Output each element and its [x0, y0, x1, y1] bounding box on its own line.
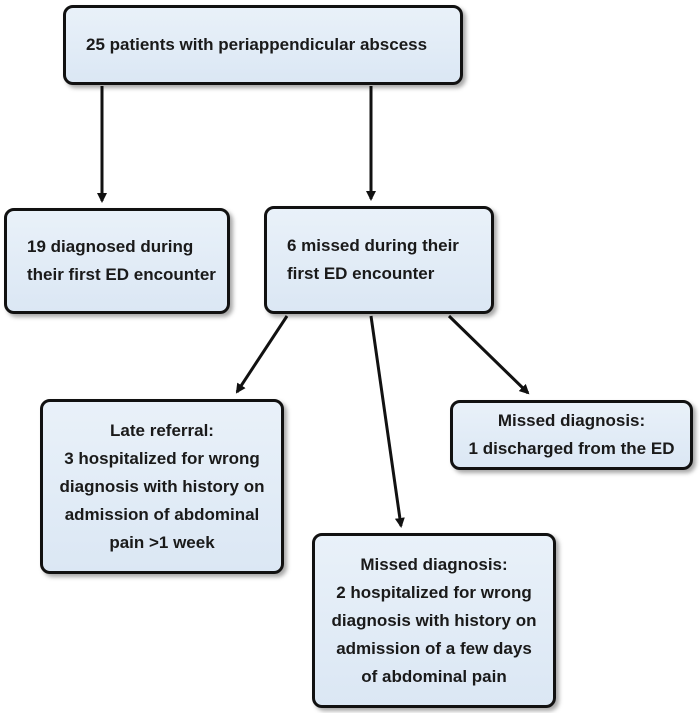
late-referral-box: Late referral: 3 hospitalized for wrong … — [40, 399, 284, 574]
missed-box: 6 missed during their first ED encounter — [264, 206, 494, 314]
missed-hospitalized-label: Missed diagnosis: 2 hospitalized for wro… — [331, 554, 537, 686]
missed-label: 6 missed during their first ED encounter — [287, 236, 459, 283]
missed-hospitalized-box: Missed diagnosis: 2 hospitalized for wro… — [312, 533, 556, 708]
root-box: 25 patients with periappendicular absces… — [63, 5, 463, 85]
diagnosed-label: 19 diagnosed during their first ED encou… — [27, 237, 216, 284]
arrow-missed-to-late-referral — [235, 315, 289, 394]
arrow-missed-to-missed-discharged — [447, 314, 530, 395]
diagnosed-box: 19 diagnosed during their first ED encou… — [4, 208, 230, 314]
missed-discharged-box: Missed diagnosis: 1 discharged from the … — [450, 400, 693, 470]
arrow-missed-to-missed-hospitalized — [369, 315, 405, 528]
late-referral-label: Late referral: 3 hospitalized for wrong … — [59, 420, 265, 552]
missed-discharged-label: Missed diagnosis: 1 discharged from the … — [468, 411, 675, 458]
root-label: 25 patients with periappendicular absces… — [86, 35, 428, 54]
